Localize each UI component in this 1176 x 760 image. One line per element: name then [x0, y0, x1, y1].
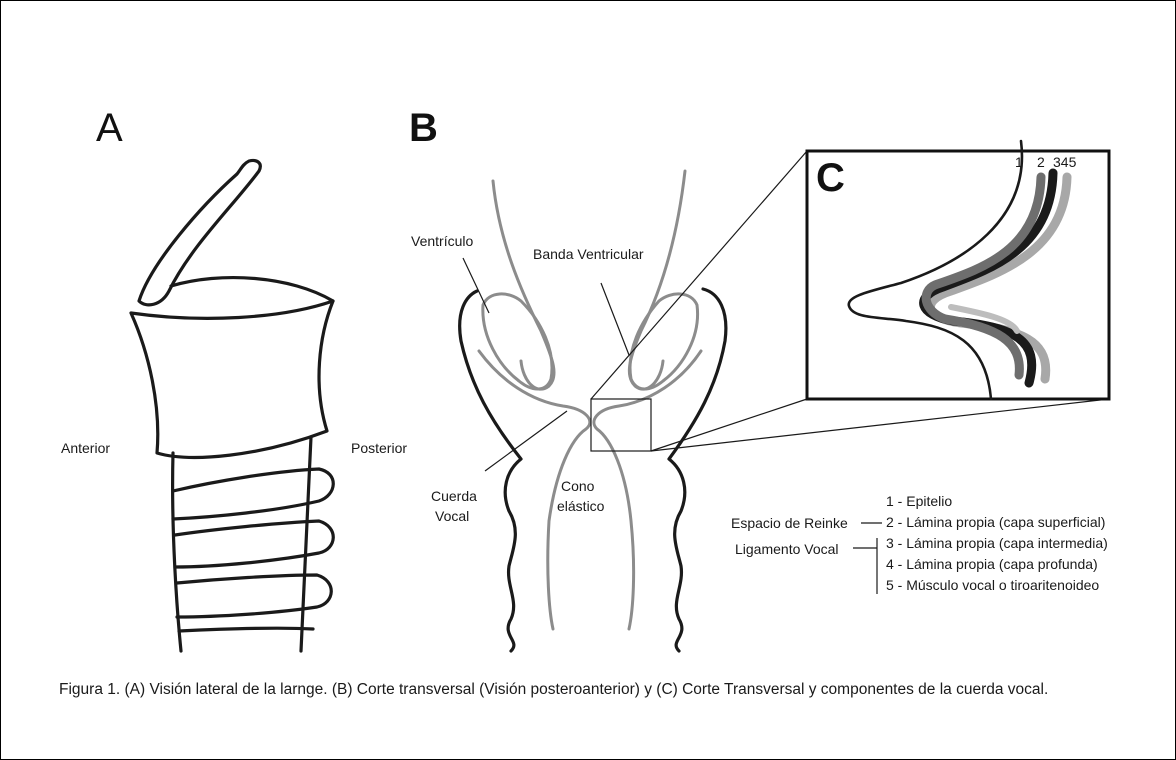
zoom-line-top [591, 151, 807, 399]
legend-item-5: 5 - Músculo vocal o tiroaritenoideo [886, 575, 1108, 596]
anterior-label: Anterior [61, 440, 110, 456]
tracheal-ring [175, 521, 333, 567]
legend-item-4: 4 - Lámina propia (capa profunda) [886, 554, 1108, 575]
mucosa-left-upper [493, 181, 554, 389]
right-outer-wall [669, 289, 726, 651]
elastic-cone-label-2: elástico [557, 498, 605, 514]
figure-caption: Figura 1. (A) Visión lateral de la larng… [59, 679, 1109, 701]
legend-item-1: 1 - Epitelio [886, 491, 1108, 512]
panel-c: C 1 2 345 [807, 141, 1109, 399]
epiglottis [139, 160, 260, 304]
mucosa-right-upper [629, 171, 685, 389]
vocal-cord-label-2: Vocal [435, 508, 469, 524]
ventricular-band-label: Banda Ventricular [533, 246, 644, 262]
hyoid-outline [171, 278, 333, 301]
legend-item-3: 3 - Lámina propia (capa intermedia) [886, 533, 1108, 554]
band-leader [601, 283, 629, 355]
right-ventricle-loop [630, 294, 698, 389]
legend-brackets: Espacio de Reinke Ligamento Vocal [731, 515, 882, 594]
layer-number-345: 345 [1053, 154, 1077, 170]
layer-legend: 1 - Epitelio 2 - Lámina propia (capa sup… [886, 491, 1108, 596]
panel-a: A Anterior Posterior [61, 106, 407, 651]
ligament-group-label: Ligamento Vocal [735, 541, 839, 557]
elastic-cone-label-1: Cono [561, 478, 595, 494]
panel-c-letter: C [816, 156, 845, 200]
thyroid-cartilage [131, 301, 333, 457]
left-ventricle-loop [483, 294, 552, 389]
zoom-line-bottom-right [651, 399, 1109, 451]
tracheal-ring [177, 575, 331, 617]
ventricle-label: Ventrículo [411, 233, 473, 249]
panel-a-letter: A [96, 106, 123, 150]
zoom-line-bottom [651, 399, 807, 451]
legend-item-2: 2 - Lámina propia (capa superficial) [886, 512, 1108, 533]
ventricle-leader [463, 258, 489, 313]
posterior-label: Posterior [351, 440, 407, 456]
vocal-cord-label-1: Cuerda [431, 488, 477, 504]
tracheal-ring [179, 628, 313, 631]
layer-number-2: 2 [1037, 154, 1045, 170]
trachea-front-wall [173, 453, 181, 651]
vocal-cord-leader [485, 411, 567, 471]
reinke-group-label: Espacio de Reinke [731, 515, 848, 531]
panel-b-letter: B [409, 106, 438, 150]
